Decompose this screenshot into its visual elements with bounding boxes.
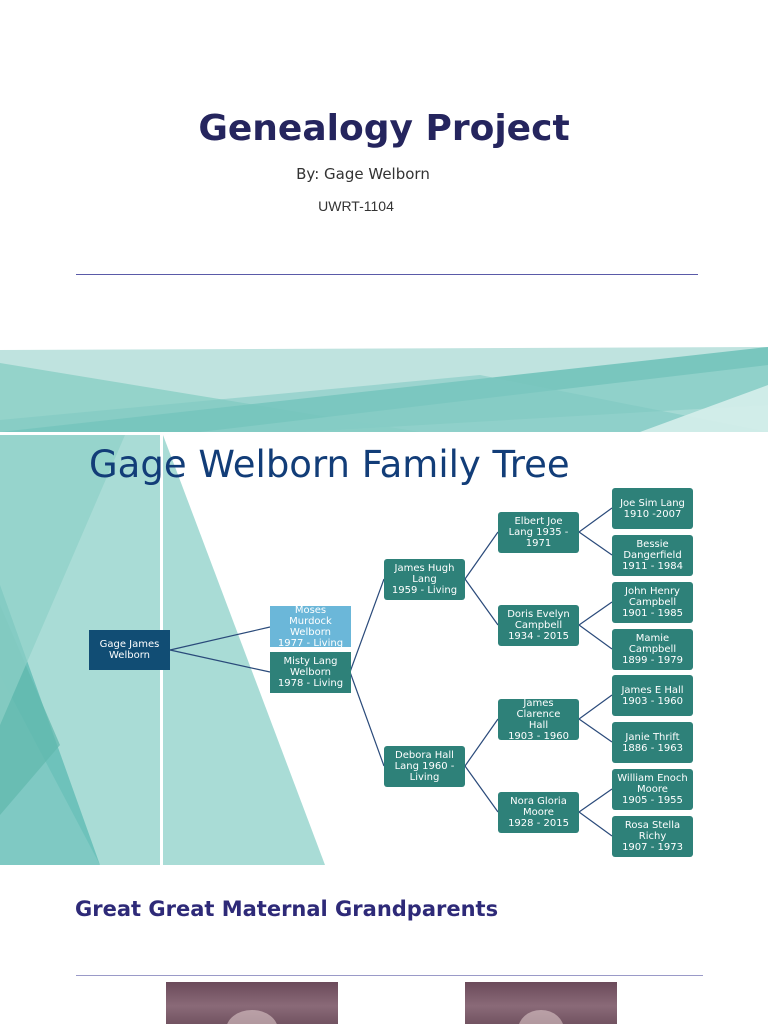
grandparents-title: Great Great Maternal Grandparents [75, 897, 499, 921]
person-janie-thrift[interactable]: Janie Thrift 1886 - 1963 [612, 722, 693, 763]
decorative-background-shapes [0, 347, 768, 865]
person-elbert-joe-lang[interactable]: Elbert Joe Lang 1935 - 1971 [498, 512, 579, 553]
person-mamie-campbell[interactable]: Mamie Campbell 1899 - 1979 [612, 629, 693, 670]
person-debora-hall-lang[interactable]: Debora Hall Lang 1960 - Living [384, 746, 465, 787]
course-code: UWRT-1104 [318, 198, 394, 214]
grandparents-divider [76, 975, 703, 976]
person-doris-evelyn-campbell[interactable]: Doris Evelyn Campbell 1934 - 2015 [498, 605, 579, 646]
person-bessie-dangerfield[interactable]: Bessie Dangerfield 1911 - 1984 [612, 535, 693, 576]
author-byline: By: Gage Welborn [296, 165, 430, 183]
grandparent-photo-left [166, 982, 338, 1024]
family-tree-title: Gage Welborn Family Tree [89, 443, 570, 486]
person-moses-murdock-welborn[interactable]: Moses Murdock Welborn 1977 - Living [270, 605, 351, 649]
title-divider [76, 274, 698, 275]
grandparents-slide: Great Great Maternal Grandparents [0, 865, 768, 1024]
person-nora-gloria-moore[interactable]: Nora Gloria Moore 1928 - 2015 [498, 792, 579, 833]
person-william-enoch-moore[interactable]: William Enoch Moore 1905 - 1955 [612, 769, 693, 810]
person-gage-james-welborn[interactable]: Gage James Welborn [89, 630, 170, 670]
person-rosa-stella-richy[interactable]: Rosa Stella Richy 1907 - 1973 [612, 816, 693, 857]
title-slide: Genealogy Project By: Gage Welborn UWRT-… [0, 0, 768, 345]
page-title: Genealogy Project [198, 108, 570, 149]
person-misty-lang-welborn[interactable]: Misty Lang Welborn 1978 - Living [270, 652, 351, 693]
person-james-hugh-lang[interactable]: James Hugh Lang 1959 - Living [384, 559, 465, 600]
family-tree-slide: Gage Welborn Family Tree [0, 345, 768, 865]
tree-connectors [169, 507, 613, 837]
person-john-henry-campbell[interactable]: John Henry Campbell 1901 - 1985 [612, 582, 693, 623]
person-james-clarence-hall[interactable]: James Clarence Hall 1903 - 1960 [498, 698, 579, 742]
person-joe-sim-lang[interactable]: Joe Sim Lang 1910 -2007 [612, 488, 693, 529]
person-james-e-hall[interactable]: James E Hall 1903 - 1960 [612, 675, 693, 716]
grandparent-photo-right [465, 982, 617, 1024]
